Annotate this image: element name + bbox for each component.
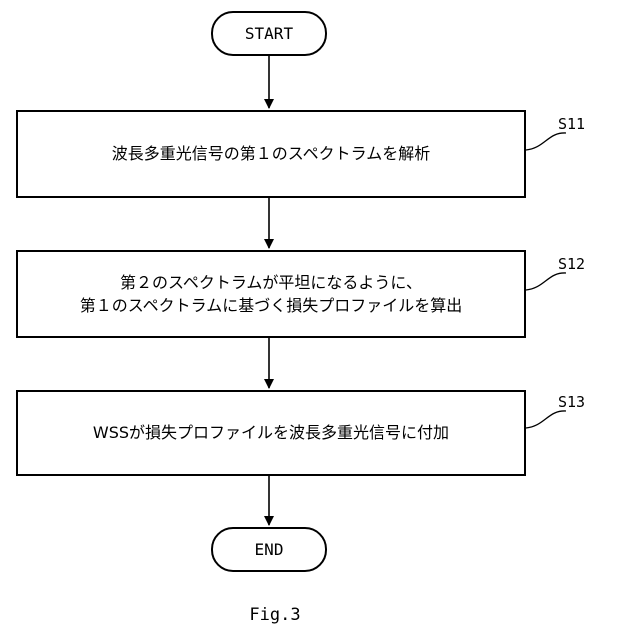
step-box-s13: WSSが損失プロファイルを波長多重光信号に付加: [16, 390, 526, 476]
step-box-s12: 第２のスペクトラムが平坦になるように、 第１のスペクトラムに基づく損失プロファイ…: [16, 250, 526, 338]
step-label-s13: S13: [558, 393, 585, 411]
end-terminal: END: [211, 527, 327, 572]
end-label: END: [255, 540, 284, 559]
start-label: START: [245, 24, 293, 43]
step-text-s11-line1: 波長多重光信号の第１のスペクトラムを解析: [112, 142, 430, 165]
figure-caption: Fig.3: [0, 605, 550, 625]
step-label-s12: S12: [558, 255, 585, 273]
leader-line-s12: [526, 273, 566, 290]
leader-line-s13: [526, 411, 566, 428]
leader-line-s11: [526, 133, 566, 150]
step-text-s12-line1: 第２のスペクトラムが平坦になるように、: [120, 271, 422, 294]
step-text-s13-line1: WSSが損失プロファイルを波長多重光信号に付加: [93, 421, 449, 444]
start-terminal: START: [211, 11, 327, 56]
step-label-s11: S11: [558, 115, 585, 133]
step-box-s11: 波長多重光信号の第１のスペクトラムを解析: [16, 110, 526, 198]
step-text-s12-line2: 第１のスペクトラムに基づく損失プロファイルを算出: [80, 294, 462, 317]
